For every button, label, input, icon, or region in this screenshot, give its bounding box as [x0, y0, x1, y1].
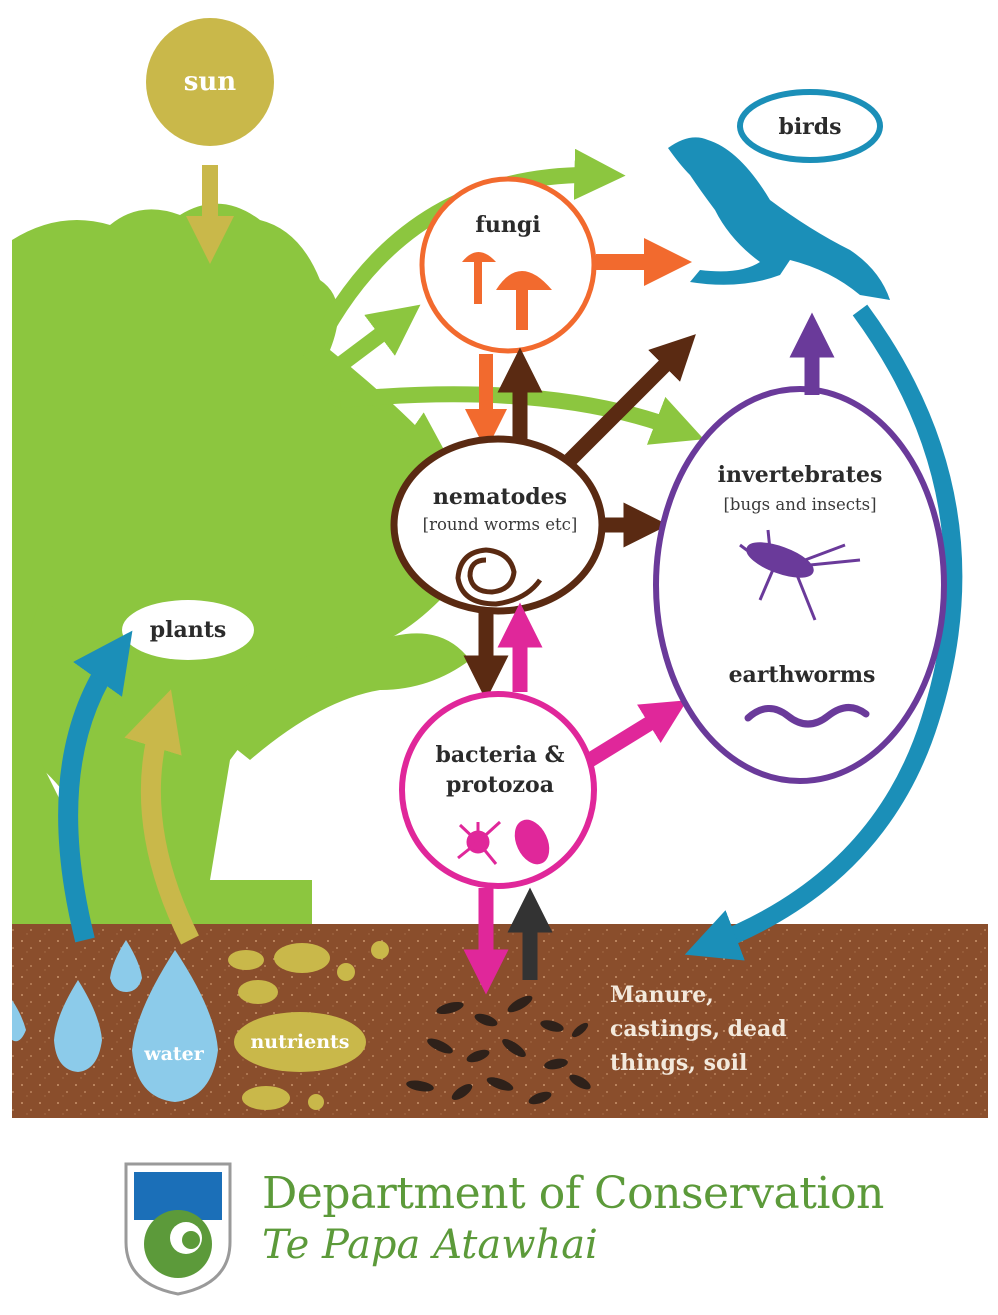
birds-node [737, 89, 883, 163]
bacteria-label-line1: bacteria & [436, 742, 565, 768]
doc-logo [124, 1162, 232, 1296]
earthworms-label: earthworms [729, 662, 876, 688]
org-name-maori: Te Papa Atawhai [262, 1222, 598, 1268]
water-to-plants-arrow [58, 630, 133, 943]
nutrients-to-plants-arrow [124, 689, 199, 945]
mushroom-icon [462, 252, 552, 330]
birds-to-soil-arrow [684, 304, 963, 961]
manure-label-line1: Manure, [610, 982, 714, 1008]
microbe-icon [457, 819, 550, 865]
nutrient-pellets [228, 941, 389, 1110]
sun-node [146, 18, 274, 146]
invertebrates-label: invertebrates [718, 462, 883, 488]
bacteria-arrows [463, 602, 688, 995]
plants-node [122, 600, 254, 660]
fungi-node [419, 176, 597, 354]
plant-arrows [302, 148, 704, 463]
soil-debris [406, 995, 591, 1105]
earthworm-icon [744, 704, 870, 728]
birds-label: birds [778, 114, 841, 140]
water-label: water [143, 1043, 205, 1065]
nematodes-label: nematodes [433, 484, 567, 510]
sun-label: sun [184, 67, 237, 97]
nematodes-sublabel: [round worms etc] [423, 515, 578, 534]
fungi-label: fungi [475, 212, 540, 238]
nutrients-label: nutrients [250, 1031, 349, 1053]
soil-food-web-diagram: sun birds fungi nematodes [round worms e… [12, 18, 988, 1118]
insect-icon [739, 529, 861, 621]
org-name: Department of Conservation [262, 1168, 884, 1219]
manure-label-line3: things, soil [610, 1050, 747, 1076]
bird-icon [668, 137, 890, 300]
plants-label: plants [150, 617, 227, 643]
invertebrates-sublabel: [bugs and insects] [723, 495, 876, 514]
bacteria-label-line2: protozoa [446, 772, 554, 798]
nematode-arrows [463, 334, 696, 701]
manure-label-line2: castings, dead [610, 1016, 787, 1042]
roundworm-icon [455, 547, 543, 607]
water-drops [12, 940, 218, 1102]
